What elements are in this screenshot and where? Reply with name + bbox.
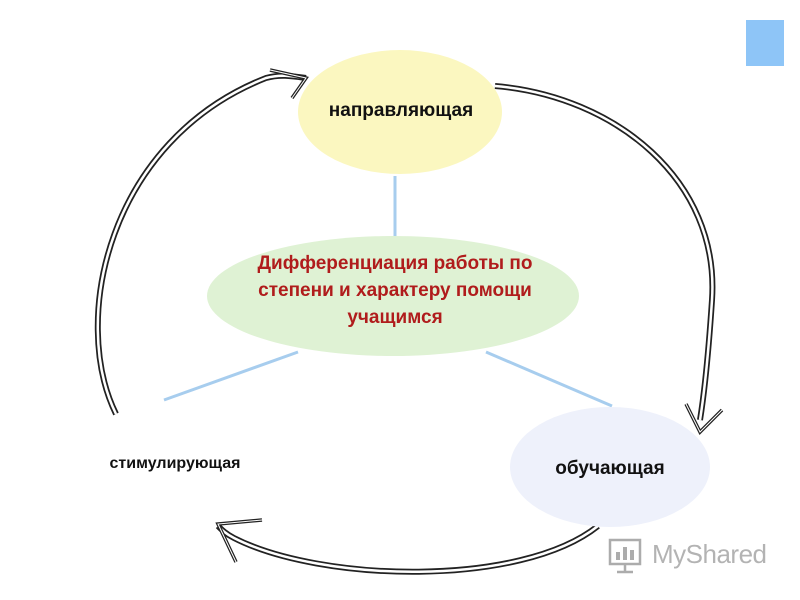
watermark-logo-icon <box>608 538 642 574</box>
node-right-label: обучающая <box>555 458 665 479</box>
cycle-arc-left-to-top <box>94 72 307 416</box>
cycle-arc-right-to-left <box>215 523 600 575</box>
watermark-text: MyShared <box>652 538 767 569</box>
node-center-ellipse <box>207 236 579 356</box>
node-right-ellipse <box>510 407 710 527</box>
connector-right <box>485 350 613 408</box>
node-top-label: направляющая <box>328 100 474 121</box>
cycle-arc-top-to-right <box>494 83 716 421</box>
corner-square-decoration <box>746 20 784 66</box>
cycle-arrowhead-top <box>269 68 309 100</box>
cycle-arrowhead-left <box>215 518 263 563</box>
node-left-label: стимулирующая <box>109 455 241 472</box>
node-top-ellipse <box>298 50 502 174</box>
node-center-label: Дифференциация работы по степени и харак… <box>257 253 533 328</box>
watermark: MyShared <box>606 536 767 572</box>
connector-left <box>163 350 299 402</box>
cycle-arrowhead-right <box>684 403 724 435</box>
